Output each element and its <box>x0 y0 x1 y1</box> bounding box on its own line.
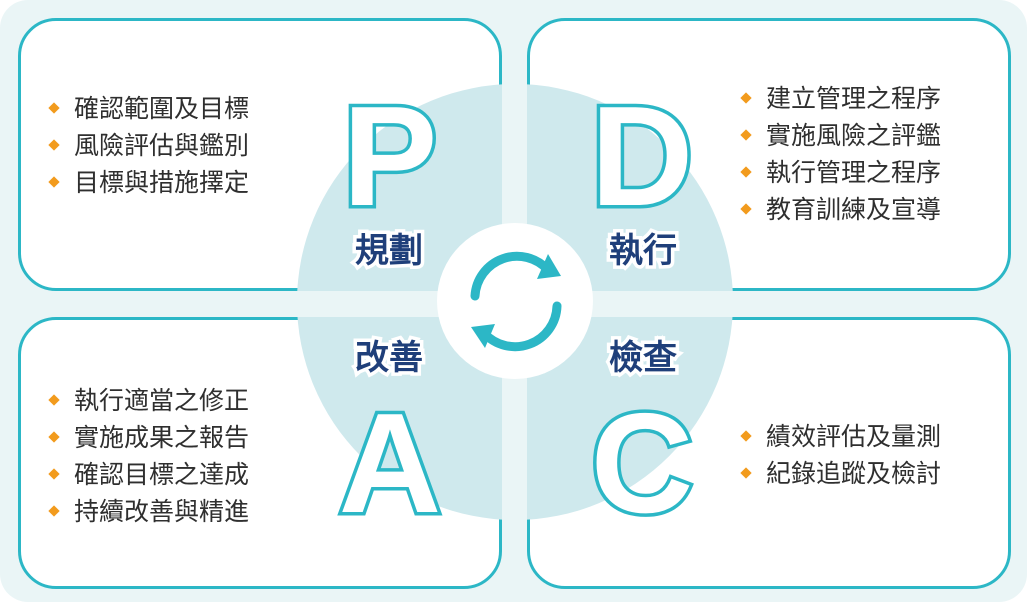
diamond-bullet-icon <box>740 430 752 442</box>
diamond-bullet-icon <box>48 394 60 406</box>
list-item: 目標與措施擇定 <box>48 164 249 201</box>
diamond-bullet-icon <box>740 467 752 479</box>
diamond-bullet-icon <box>740 203 752 215</box>
list-item: 教育訓練及宣導 <box>740 191 941 228</box>
list-item: 持續改善與精進 <box>48 493 249 530</box>
list-item: 執行管理之程序 <box>740 154 941 191</box>
act-item-list: 執行適當之修正 實施成果之報告 確認目標之達成 持續改善與精進 <box>48 382 249 530</box>
diamond-bullet-icon <box>740 129 752 141</box>
diamond-bullet-icon <box>48 468 60 480</box>
diamond-bullet-icon <box>48 505 60 517</box>
do-item-list: 建立管理之程序 實施風險之評鑑 執行管理之程序 教育訓練及宣導 <box>740 80 941 228</box>
diamond-bullet-icon <box>48 431 60 443</box>
diamond-bullet-icon <box>48 139 60 151</box>
diamond-bullet-icon <box>740 92 752 104</box>
list-item: 紀錄追蹤及檢討 <box>740 455 941 492</box>
list-item: 實施風險之評鑑 <box>740 117 941 154</box>
check-item-list: 績效評估及量測 紀錄追蹤及檢討 <box>740 418 941 492</box>
list-item: 實施成果之報告 <box>48 419 249 456</box>
list-item: 建立管理之程序 <box>740 80 941 117</box>
plan-item-list: 確認範圍及目標 風險評估與鑑別 目標與措施擇定 <box>48 90 249 201</box>
list-item: 確認範圍及目標 <box>48 90 249 127</box>
diamond-bullet-icon <box>48 176 60 188</box>
list-item: 執行適當之修正 <box>48 382 249 419</box>
list-item: 績效評估及量測 <box>740 418 941 455</box>
list-item: 風險評估與鑑別 <box>48 127 249 164</box>
diamond-bullet-icon <box>740 166 752 178</box>
list-item: 確認目標之達成 <box>48 456 249 493</box>
diamond-bullet-icon <box>48 102 60 114</box>
